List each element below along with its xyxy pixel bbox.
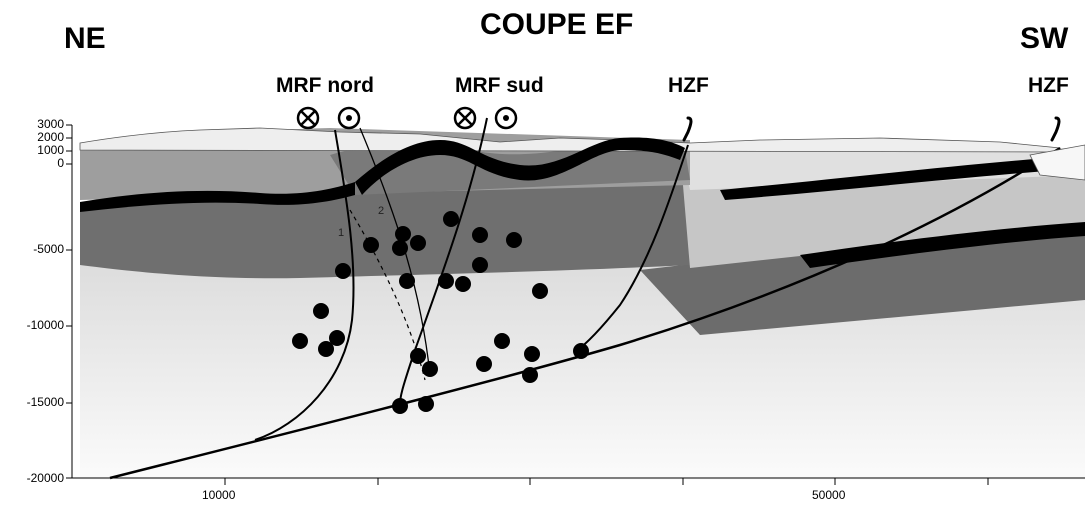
y-tick-label: -10000 (26, 318, 64, 332)
hypocenter (532, 283, 548, 299)
hypocenter (455, 276, 471, 292)
dark-wedge-right (640, 218, 1085, 335)
hypocenter (335, 263, 351, 279)
hypocenter (506, 232, 522, 248)
ne-label: NE (64, 22, 106, 55)
hypocenter (573, 343, 589, 359)
hzf-right-label: HZF (1028, 74, 1069, 97)
sw-label: SW (1020, 22, 1069, 55)
upper-right-top (680, 142, 1085, 190)
hypocenter (363, 237, 379, 253)
hypocenter (410, 235, 426, 251)
hypocenter (399, 273, 415, 289)
y-tick-label: -5000 (33, 242, 64, 256)
hypocenter (522, 367, 538, 383)
hypocenter (494, 333, 510, 349)
circle-cross-icon (296, 106, 320, 130)
hypocenter (292, 333, 308, 349)
hzf-arrow-icon (682, 116, 693, 142)
mrf-sud-fault (398, 117, 488, 411)
y-tick-label: 0 (57, 156, 64, 170)
black-horizon-center (355, 137, 685, 195)
hypocenter (472, 227, 488, 243)
branch-2-label: 2 (378, 205, 385, 217)
circle-dot-icon (337, 106, 361, 130)
hypocenter (438, 273, 454, 289)
mrf-nord-fault (254, 129, 355, 441)
hypocenter (472, 257, 488, 273)
hypocenter (392, 240, 408, 256)
hypocenter (422, 361, 438, 377)
x-axis-ticks (224, 478, 989, 485)
hypocenter (410, 348, 426, 364)
hypocenter (418, 396, 434, 412)
page-title: COUPE EF (480, 8, 634, 41)
hypocenter (443, 211, 459, 227)
hzf-right-wedge (1029, 144, 1085, 181)
mrf-nord-label: MRF nord (276, 74, 374, 97)
hzf-center-fault (574, 144, 689, 353)
y-tick-label: 2000 (37, 130, 64, 144)
black-horizon-left (80, 182, 355, 212)
y-tick-label: -15000 (26, 395, 64, 409)
y-axis-ticks (66, 124, 72, 479)
surface-strip (79, 127, 1061, 153)
y-tick-label: 1000 (37, 143, 64, 157)
y-tick-label: -20000 (26, 471, 64, 485)
detachment-fault (109, 146, 1061, 480)
hzf-arrow-icon (1050, 116, 1061, 142)
y-tick-label: 3000 (37, 117, 64, 131)
circle-cross-icon (453, 106, 477, 130)
x-tick-label: 10000 (202, 488, 236, 502)
hypocenter (329, 330, 345, 346)
hypocenter (392, 398, 408, 414)
circle-dot-icon (494, 106, 518, 130)
hypocenter (313, 303, 329, 319)
hypocenters (292, 211, 589, 414)
hypocenter (318, 341, 334, 357)
branch-1-label: 1 (338, 227, 345, 239)
hzf-center-label: HZF (668, 74, 709, 97)
black-horizon-right-upper (720, 155, 1085, 200)
hypocenter (395, 226, 411, 242)
black-horizon-right-lower (800, 222, 1085, 268)
mrf-sud-label: MRF sud (455, 74, 544, 97)
x-tick-label: 50000 (812, 488, 846, 502)
hypocenter (476, 356, 492, 372)
hypocenter (524, 346, 540, 362)
